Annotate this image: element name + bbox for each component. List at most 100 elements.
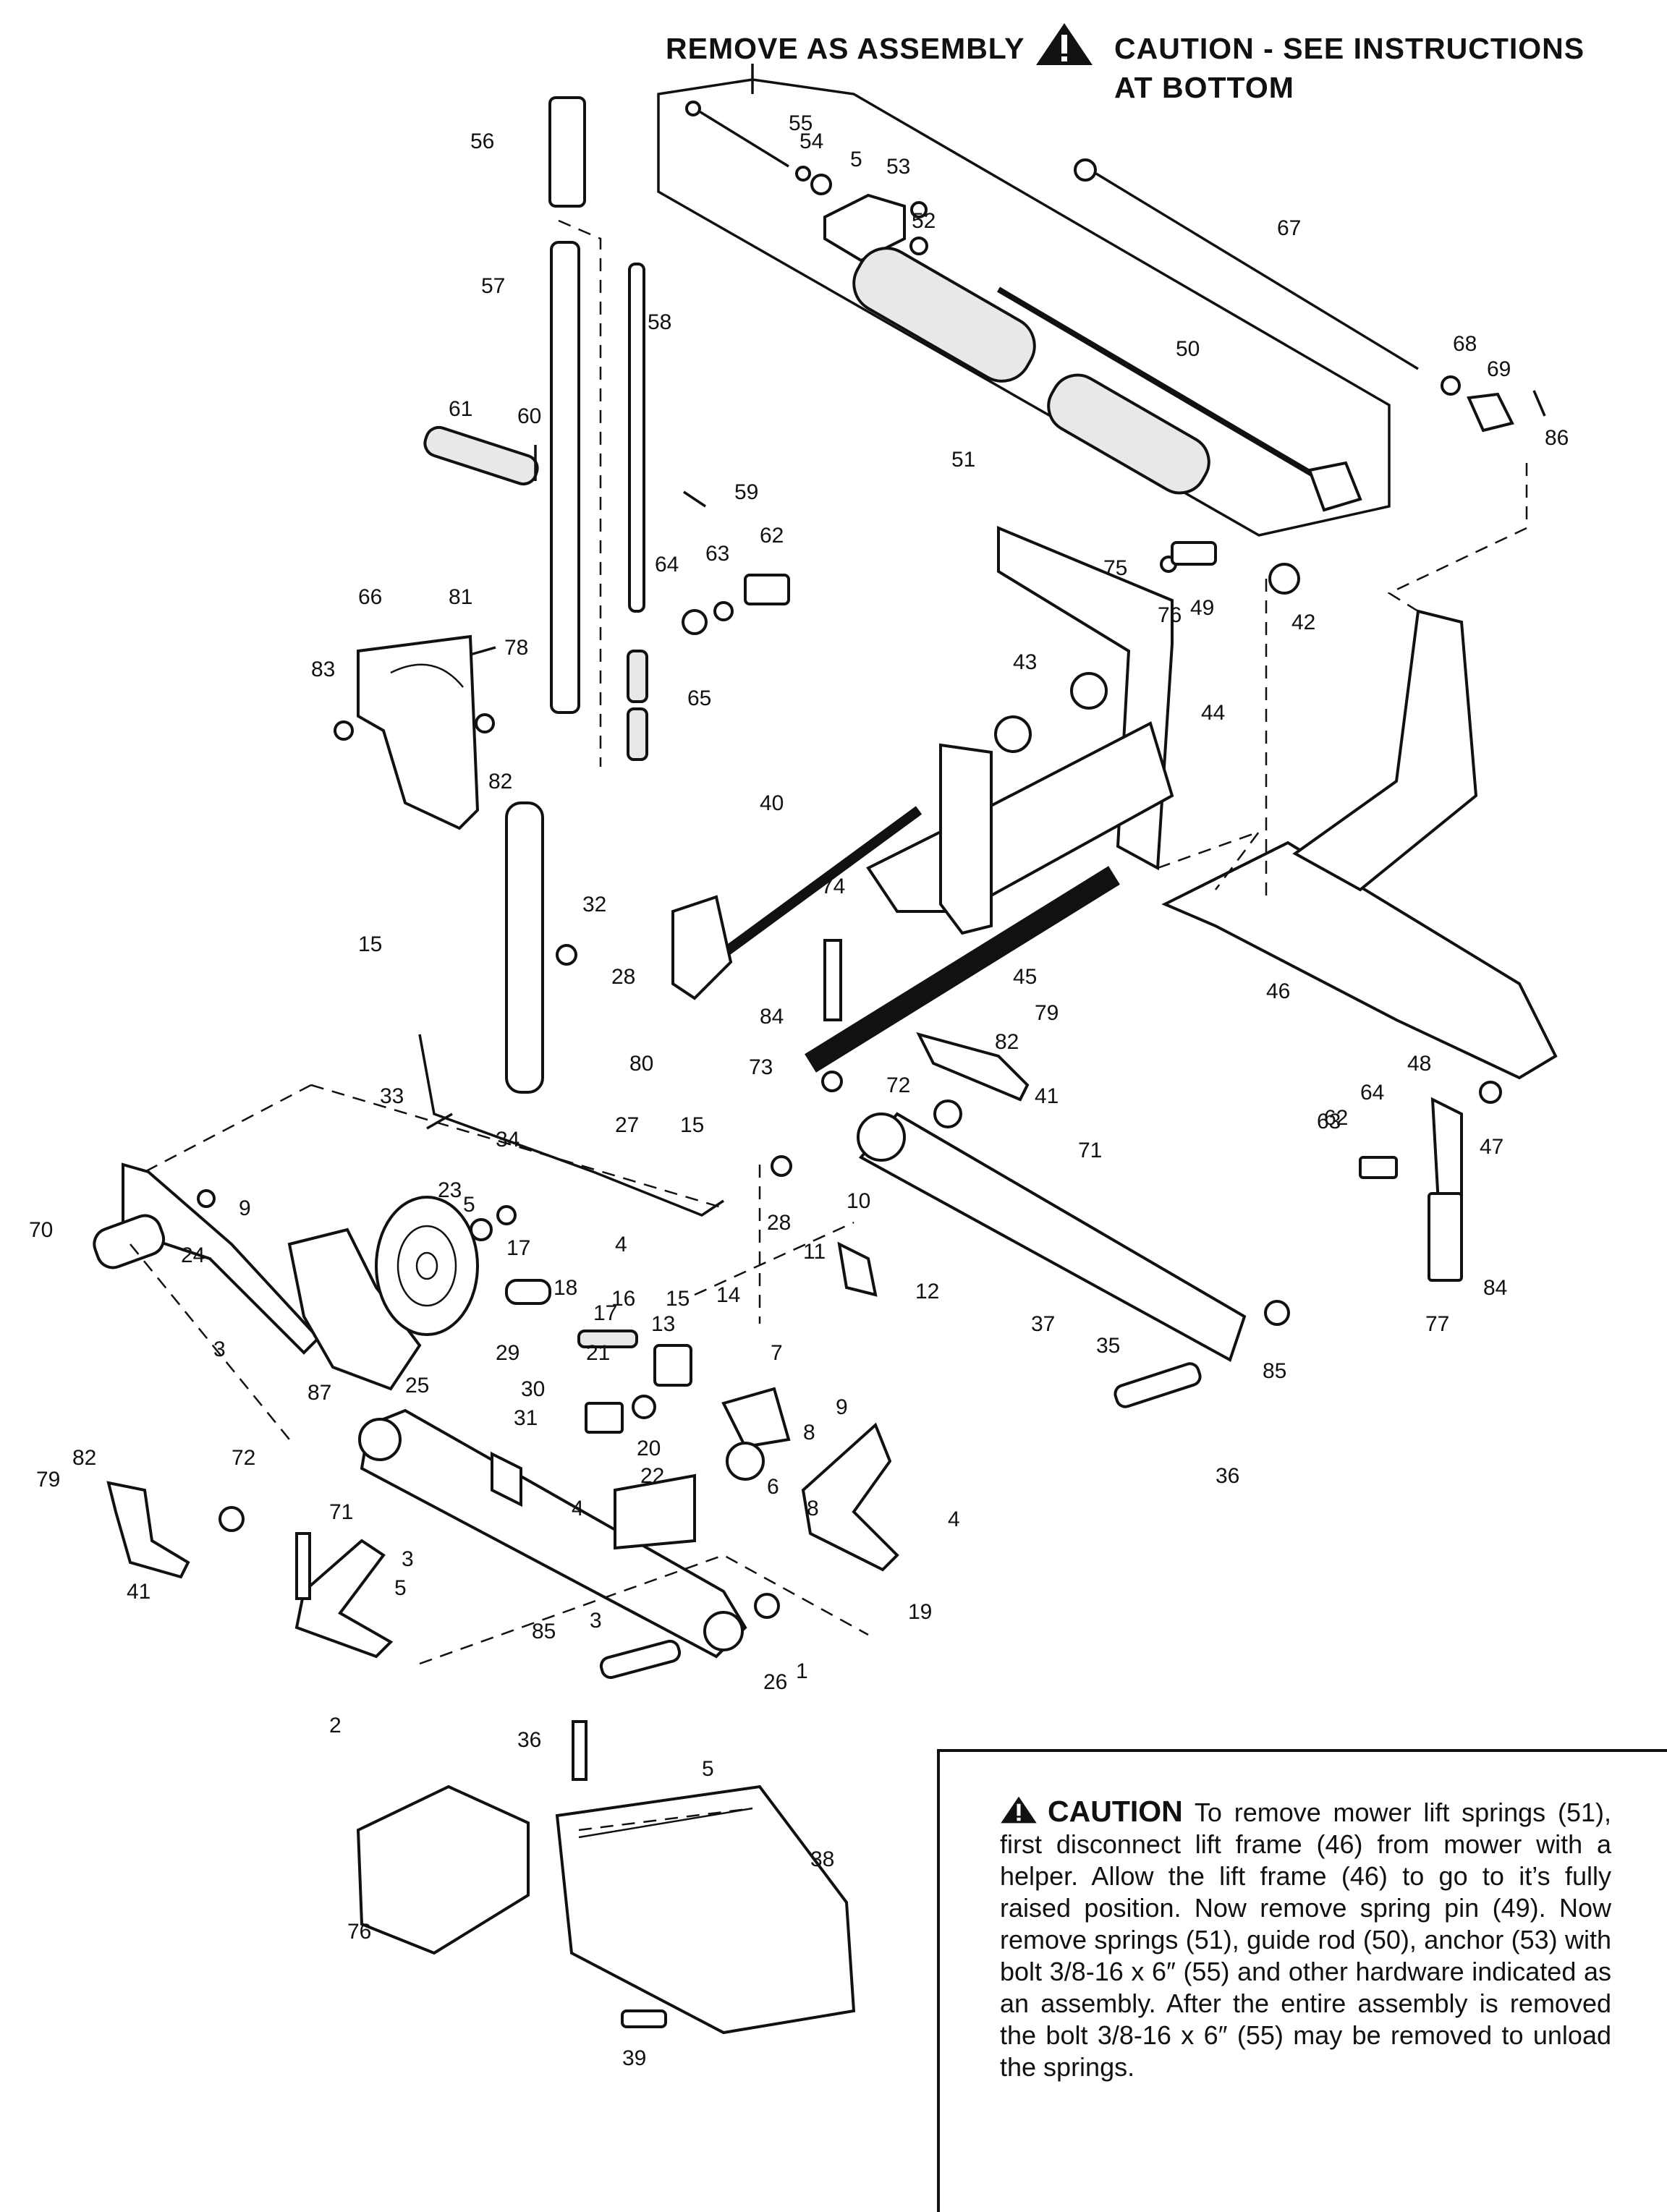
nut-83 [334,720,354,741]
callout-49: 49 [1190,596,1214,620]
callout-48: 48 [1407,1052,1431,1076]
callout-85: 85 [1263,1359,1286,1383]
callout-69: 69 [1487,357,1511,381]
callout-3: 3 [590,1609,602,1633]
callout-16: 16 [611,1287,635,1311]
callout-74: 74 [821,875,845,898]
callout-81: 81 [449,585,472,609]
callout-8: 8 [803,1421,815,1445]
callout-30: 30 [521,1377,545,1401]
callout-14: 14 [716,1283,740,1307]
callout-9: 9 [836,1395,848,1419]
bracket-41 [916,1031,1030,1102]
rod-end-block [1307,461,1362,512]
bushing-85b [754,1593,780,1619]
callout-52: 52 [912,209,936,233]
pin-33 [426,1113,453,1130]
callout-6: 6 [767,1475,779,1499]
springs-51 [852,247,1210,495]
rod-end-18 [505,1279,551,1305]
callout-4: 4 [572,1497,584,1520]
callout-45: 45 [1013,965,1037,989]
callout-63: 63 [705,542,729,566]
pin-86 [1532,390,1546,417]
spring-61 [423,425,539,486]
callout-76: 76 [1158,603,1182,627]
at-bottom-title: AT BOTTOM [1114,71,1294,104]
main-frame-1 [360,1408,747,1659]
callout-77: 77 [1425,1312,1449,1336]
callout-58: 58 [648,310,671,334]
callout-65: 65 [687,686,711,710]
callout-59: 59 [734,480,758,504]
bracket-41b [106,1481,190,1579]
bracket-26 [294,1539,394,1659]
spring-16 [577,1330,638,1348]
tube-end-37 [857,1113,906,1162]
callout-5: 5 [463,1193,475,1217]
block-13 [653,1344,692,1387]
callout-26: 26 [763,1670,787,1694]
bolt-76b [572,1720,588,1781]
bolt-74 [823,939,842,1021]
callout-23: 23 [438,1178,462,1202]
callout-15: 15 [680,1113,704,1137]
callout-18: 18 [553,1276,577,1300]
bushing-85a [1264,1300,1290,1326]
callout-9: 9 [239,1196,251,1220]
callout-3: 3 [213,1337,226,1361]
bolt-75b [621,2009,667,2028]
callout-2: 2 [329,1714,342,1737]
callout-41: 41 [127,1580,150,1604]
callout-82: 82 [72,1446,96,1470]
callout-75: 75 [1103,556,1127,580]
caution-heading: CAUTION [1048,1795,1183,1828]
caution-box [937,1749,1667,2212]
washer-64 [682,609,708,635]
callout-86: 86 [1545,426,1569,450]
callout-76: 76 [347,1920,371,1944]
washer-5 [810,174,832,195]
guard-87 [287,1228,422,1391]
washer-8 [632,1395,656,1419]
bolt-62b [1359,1156,1398,1179]
callout-7: 7 [771,1341,783,1365]
callout-42: 42 [1291,611,1315,634]
callout-29: 29 [496,1341,519,1365]
lever-32 [505,801,544,1094]
bracket-66 [357,634,480,830]
callout-85: 85 [532,1620,556,1643]
frame-end-bushing [358,1418,402,1461]
callout-84: 84 [1483,1276,1507,1300]
callout-55: 55 [789,111,813,135]
callout-57: 57 [481,274,505,298]
callout-50: 50 [1176,337,1200,361]
callout-61: 61 [449,397,472,421]
callout-10: 10 [847,1189,870,1213]
callout-40: 40 [760,791,784,815]
callout-5: 5 [850,148,862,171]
callout-56: 56 [470,129,494,153]
callout-20: 20 [637,1437,661,1460]
callout-46: 46 [1266,979,1290,1003]
callout-79: 79 [36,1468,60,1492]
caution-body: To remove mower lift springs (51), first… [1000,1798,1611,2082]
washer-28b [771,1155,792,1177]
callout-60: 60 [517,404,541,428]
callout-62: 62 [1324,1106,1348,1130]
frame-end-bushing-b [703,1611,744,1651]
pin-35 [1114,1362,1202,1408]
rod-58 [628,263,645,613]
washer-72b [219,1506,245,1532]
washer-72 [933,1099,962,1128]
callout-3: 3 [402,1547,414,1571]
caution-see-instructions-title: CAUTION - SEE INSTRUCTIONS [1114,32,1585,65]
callout-13: 13 [651,1312,675,1336]
nut-9 [197,1189,216,1208]
callout-44: 44 [1201,701,1225,725]
bracket-2 [801,1422,899,1572]
callout-5: 5 [702,1757,714,1781]
washer-5b [470,1218,493,1241]
